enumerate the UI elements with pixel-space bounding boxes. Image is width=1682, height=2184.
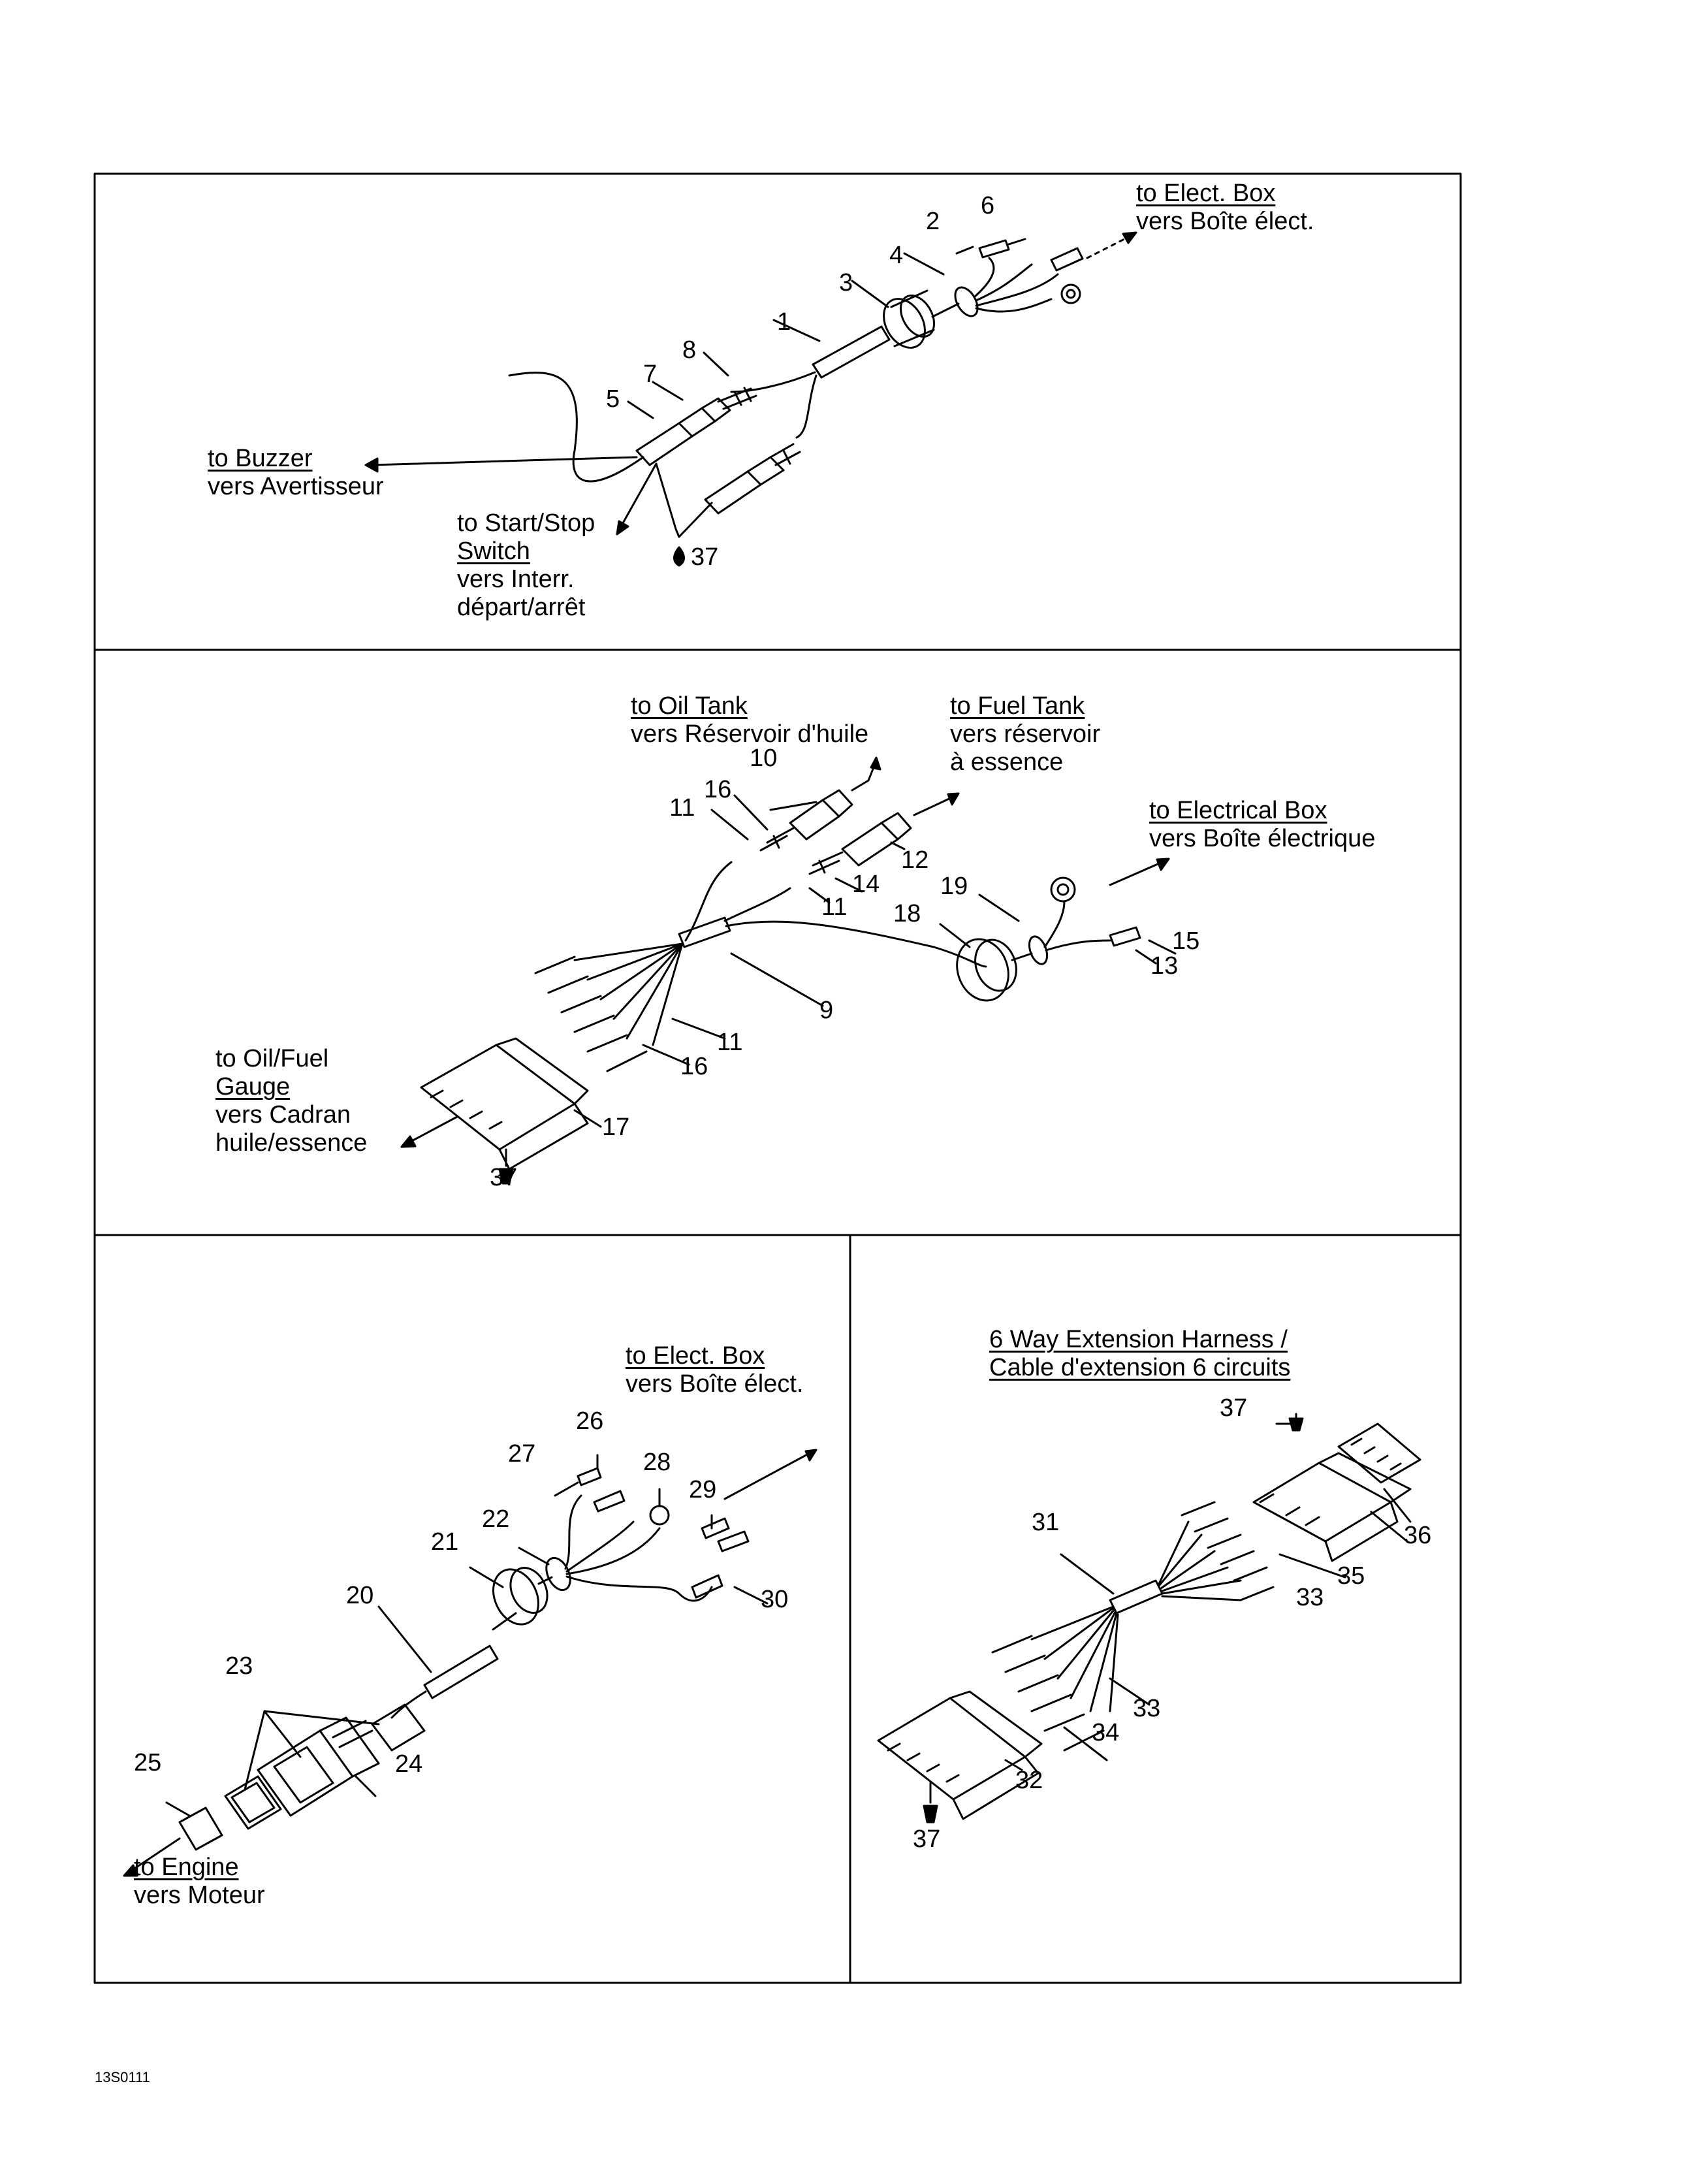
callout-13: 13 (1150, 952, 1179, 980)
gauge-label-fr-1: vers Cadran (215, 1101, 351, 1129)
callout-24: 24 (395, 1750, 423, 1778)
oil-tank-label-fr: vers Réservoir d'huile (631, 720, 869, 748)
switch-label-en-2: Switch (457, 538, 530, 565)
fuel-tank-label-fr-2: à essence (950, 748, 1064, 776)
gauge-label-fr-2: huile/essence (215, 1129, 368, 1157)
callout-2: 2 (926, 208, 940, 235)
callout-22: 22 (482, 1505, 510, 1533)
callout-32: 32 (1015, 1767, 1043, 1794)
top-elect-box-label-fr: vers Boîte élect. (1136, 208, 1314, 235)
callout-5: 5 (606, 385, 620, 413)
callout-11-mid: 11 (821, 893, 848, 921)
callout-9: 9 (819, 997, 834, 1024)
callout-18: 18 (893, 900, 921, 927)
callout-23: 23 (225, 1652, 253, 1680)
electrical-box-label-en: to Electrical Box (1149, 797, 1327, 824)
buzzer-label-fr: vers Avertisseur (208, 473, 384, 500)
callout-33-upper: 33 (1296, 1584, 1324, 1611)
callout-12: 12 (901, 846, 929, 874)
bl-elect-box-label-en: to Elect. Box (626, 1342, 765, 1370)
top-harness-drawing (364, 231, 1137, 567)
callout-29: 29 (689, 1476, 717, 1503)
switch-label-fr-1: vers Interr. (457, 566, 575, 593)
gauge-label-en-1: to Oil/Fuel (215, 1045, 329, 1072)
callout-37-mid: 37 (490, 1164, 518, 1191)
callout-35: 35 (1337, 1562, 1365, 1590)
callout-6: 6 (981, 192, 995, 219)
callout-26: 26 (576, 1407, 604, 1435)
callout-17: 17 (602, 1114, 630, 1141)
callout-28: 28 (643, 1449, 671, 1476)
callout-36: 36 (1404, 1522, 1432, 1549)
electrical-box-label-fr: vers Boîte électrique (1149, 825, 1376, 852)
callout-33-lower: 33 (1133, 1695, 1161, 1722)
callout-37-br-top: 37 (1220, 1394, 1248, 1422)
fuel-tank-label-en: to Fuel Tank (950, 692, 1085, 720)
callout-25: 25 (134, 1749, 162, 1776)
panel-frames (93, 172, 1462, 1984)
callout-37-br-bottom: 37 (913, 1825, 941, 1853)
switch-label-en-1: to Start/Stop (457, 509, 595, 537)
callout-21: 21 (431, 1528, 459, 1556)
callout-11-upper: 11 (669, 794, 695, 822)
callout-19: 19 (940, 873, 968, 900)
engine-label-en: to Engine (134, 1854, 239, 1881)
callout-34: 34 (1092, 1719, 1120, 1746)
callout-7: 7 (643, 361, 658, 388)
callout-8: 8 (682, 336, 697, 364)
middle-harness-drawing (400, 756, 1177, 1185)
callout-10: 10 (750, 745, 778, 772)
callout-37-top: 37 (691, 543, 719, 571)
callout-16-lower: 16 (680, 1053, 708, 1080)
bottom-left-harness-drawing (123, 1449, 817, 1877)
callout-31: 31 (1032, 1509, 1060, 1536)
callout-11-lower: 11 (717, 1029, 743, 1056)
gauge-label-en-2: Gauge (215, 1073, 291, 1100)
callout-14: 14 (852, 871, 880, 898)
callout-15: 15 (1172, 927, 1200, 955)
callout-3: 3 (839, 269, 853, 297)
extension-harness-title-fr: Cable d'extension 6 circuits (989, 1354, 1291, 1381)
callout-20: 20 (346, 1582, 374, 1609)
fuel-tank-label-fr-1: vers réservoir (950, 720, 1101, 748)
drawing-code: 13S0111 (95, 2069, 150, 2085)
top-elect-box-label-en: to Elect. Box (1136, 180, 1276, 207)
engine-label-fr: vers Moteur (134, 1882, 265, 1909)
buzzer-label-en: to Buzzer (208, 445, 313, 472)
bottom-right-harness-drawing (877, 1413, 1421, 1823)
oil-tank-label-en: to Oil Tank (631, 692, 748, 720)
callout-27: 27 (508, 1440, 536, 1468)
bl-elect-box-label-fr: vers Boîte élect. (626, 1370, 804, 1398)
callout-1: 1 (777, 308, 791, 336)
switch-label-fr-2: départ/arrêt (457, 594, 586, 621)
callout-4: 4 (889, 242, 904, 269)
callout-16-upper: 16 (704, 776, 732, 803)
extension-harness-title-en: 6 Way Extension Harness / (989, 1326, 1288, 1353)
callout-30: 30 (761, 1586, 789, 1613)
